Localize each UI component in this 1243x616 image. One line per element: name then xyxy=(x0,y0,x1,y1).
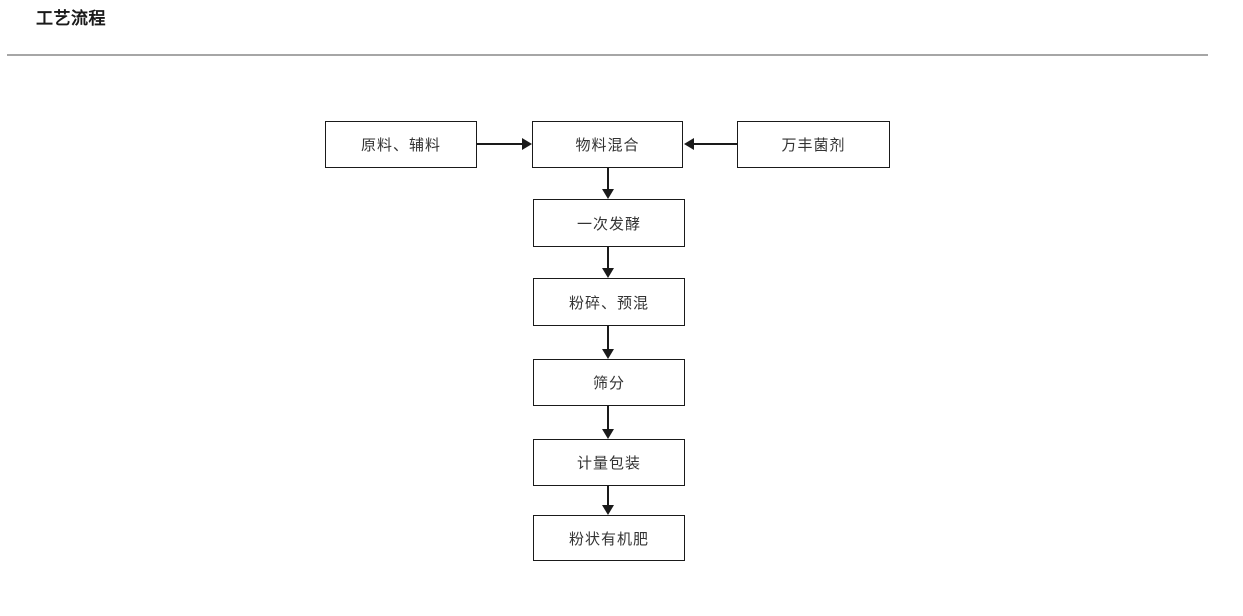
arrow-pack-to-product-line xyxy=(607,486,609,505)
arrow-down-icon xyxy=(602,349,614,359)
flow-node-screening: 筛分 xyxy=(533,359,685,406)
arrow-crush-to-sieve-line xyxy=(607,326,609,349)
arrow-down-icon xyxy=(602,268,614,278)
arrow-down-icon xyxy=(602,429,614,439)
arrow-ferment-to-crush-line xyxy=(607,247,609,268)
title-divider xyxy=(7,54,1208,56)
flow-node-label: 万丰菌剂 xyxy=(781,137,846,154)
flow-node-label: 一次发酵 xyxy=(576,215,641,233)
page-title: 工艺流程 xyxy=(36,9,106,28)
flow-node-primary-fermentation: 一次发酵 xyxy=(533,199,685,247)
arrow-left-icon xyxy=(684,138,694,150)
arrow-down-icon xyxy=(602,505,614,515)
flow-node-powdered-organic-fertilizer: 粉状有机肥 xyxy=(533,515,685,561)
arrow-agent-to-mix-line xyxy=(694,143,737,145)
arrow-raw-to-mix-line xyxy=(477,143,522,145)
flow-node-bacterial-agent: 万丰菌剂 xyxy=(737,121,890,168)
arrow-mix-to-ferment-line xyxy=(607,168,609,189)
flow-node-label: 物料混合 xyxy=(575,137,640,154)
flow-node-metering-packaging: 计量包装 xyxy=(533,439,685,486)
flow-node-label: 粉状有机肥 xyxy=(568,530,649,548)
arrow-right-icon xyxy=(522,138,532,150)
flow-node-material-mixing: 物料混合 xyxy=(532,121,683,168)
flow-node-label: 原料、辅料 xyxy=(360,137,441,154)
flow-node-label: 筛分 xyxy=(592,375,625,392)
flow-node-label: 计量包装 xyxy=(576,455,641,472)
flow-node-raw-materials: 原料、辅料 xyxy=(325,121,477,168)
flow-node-label: 粉碎、预混 xyxy=(568,294,649,312)
flow-node-crushing-premixing: 粉碎、预混 xyxy=(533,278,685,326)
arrow-sieve-to-pack-line xyxy=(607,406,609,429)
arrow-down-icon xyxy=(602,189,614,199)
